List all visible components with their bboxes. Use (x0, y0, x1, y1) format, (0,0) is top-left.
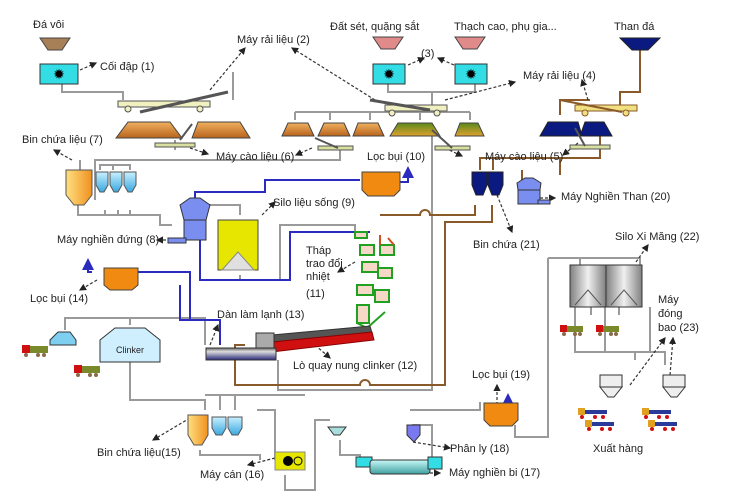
packer-23-right (661, 374, 687, 398)
label-may-nghien-bi: Máy nghiền bi (17) (449, 467, 540, 479)
rotary-kiln-12 (271, 325, 375, 353)
label-silo-lieu-song: Silo liệu sống (9) (273, 197, 355, 209)
label-loc-bui-10: Lọc bụi (10) (367, 151, 425, 163)
dust-filter-14 (103, 267, 139, 291)
blue-pipes (82, 166, 514, 406)
label-than-da: Than đá (614, 21, 655, 33)
small-silo (49, 331, 77, 346)
packer-23-left (598, 374, 624, 398)
label-silo-xi-mang: Silo Xi Măng (22) (615, 231, 699, 243)
label-3: (3) (421, 48, 434, 60)
clinker-cooler-13 (205, 332, 277, 361)
gear-icon: ✹ (383, 66, 395, 82)
label-dat-set: Đất sét, quặng sắt (330, 20, 419, 33)
label-may-nghien-dung: Máy nghiền đứng (8) (57, 234, 159, 246)
label-da-voi: Đá vôi (33, 19, 64, 31)
dust-filter-10 (361, 171, 401, 197)
label-may-dong-2: đóng (658, 308, 682, 320)
limestone-hopper (39, 37, 71, 51)
coal-mill-20 (516, 177, 551, 205)
label-lo-quay: Lò quay nung clinker (12) (293, 360, 417, 372)
label-thap-3: nhiệt (306, 271, 330, 283)
stockpile-left (115, 121, 251, 148)
labels: Đá vôi Cối đập (1) Máy rải liệu (2) Đất … (22, 19, 699, 481)
stacker-4 (559, 99, 638, 117)
label-thap-2: trao đổi (306, 258, 343, 270)
clay-hopper (372, 36, 404, 50)
coal-hopper (618, 37, 662, 51)
grey-pipes (61, 72, 666, 491)
stockpile-mid (281, 122, 485, 151)
crusher-1: ✹ (39, 63, 79, 85)
shipping-trucks (578, 408, 677, 431)
callout-arrows (52, 47, 677, 477)
clinker-label: Clinker (116, 345, 144, 355)
label-may-rai-lieu-4: Máy rải liệu (4) (523, 70, 596, 82)
label-bin-chua-lieu-15: Bin chứa liệu(15) (97, 447, 181, 459)
truck-left-2 (74, 365, 100, 377)
label-may-rai-lieu-2: Máy rải liệu (2) (237, 34, 310, 46)
crusher-3b: ✹ (454, 63, 488, 85)
coal-bin-21 (471, 171, 504, 196)
coal-stockpile (539, 121, 613, 150)
label-thap-4: (11) (306, 288, 325, 300)
gypsum-hopper (454, 36, 486, 50)
cement-bin-15 (187, 414, 243, 446)
roller-press-16 (274, 451, 306, 471)
label-may-can: Máy cán (16) (200, 469, 264, 481)
vertical-mill-8 (167, 197, 211, 244)
label-may-dong-3: bao (23) (658, 322, 699, 334)
cement-silo-22 (569, 264, 643, 308)
stacker-2 (117, 90, 229, 114)
truck-silo-1 (560, 325, 583, 336)
raw-bin-7 (65, 169, 137, 206)
clinker-silo: Clinker (99, 327, 161, 363)
label-bin-chua-lieu-7: Bin chứa liệu (7) (22, 134, 103, 146)
label-xuat-hang: Xuất hàng (593, 443, 643, 455)
truck-silo-2 (596, 325, 619, 336)
preheater-tower-11 (354, 231, 395, 330)
separator-18 (406, 424, 421, 443)
label-may-cao-lieu-6: Máy cào liệu (6) (216, 151, 294, 163)
label-thap-1: Tháp (306, 245, 331, 257)
truck-left-1 (22, 345, 48, 357)
label-phan-ly: Phân ly (18) (450, 443, 509, 455)
gear-icon: ✹ (53, 66, 65, 82)
raw-silo-9 (217, 219, 259, 271)
label-dan-lam-lanh: Dàn làm lạnh (13) (217, 309, 304, 321)
label-may-nghien-than: Máy Nghiền Than (20) (561, 191, 670, 203)
classifier (327, 426, 347, 436)
gear-icon: ✹ (465, 66, 477, 82)
label-may-dong-1: Máy (658, 294, 679, 306)
stacker-central (369, 98, 448, 117)
label-may-cao-lieu-5: Máy cào liệu (5) (485, 151, 563, 163)
label-thach-cao: Thạch cao, phụ gia... (454, 21, 557, 33)
label-bin-chua-21: Bin chứa (21) (473, 239, 540, 251)
label-loc-bui-14: Lọc bụi (14) (30, 293, 88, 305)
label-coi-dap: Cối đập (1) (100, 61, 154, 73)
label-loc-bui-19: Lọc bụi (19) (472, 369, 530, 381)
ball-mill-17 (355, 456, 443, 475)
crusher-3a: ✹ (372, 63, 406, 85)
dust-filter-19 (483, 402, 519, 427)
